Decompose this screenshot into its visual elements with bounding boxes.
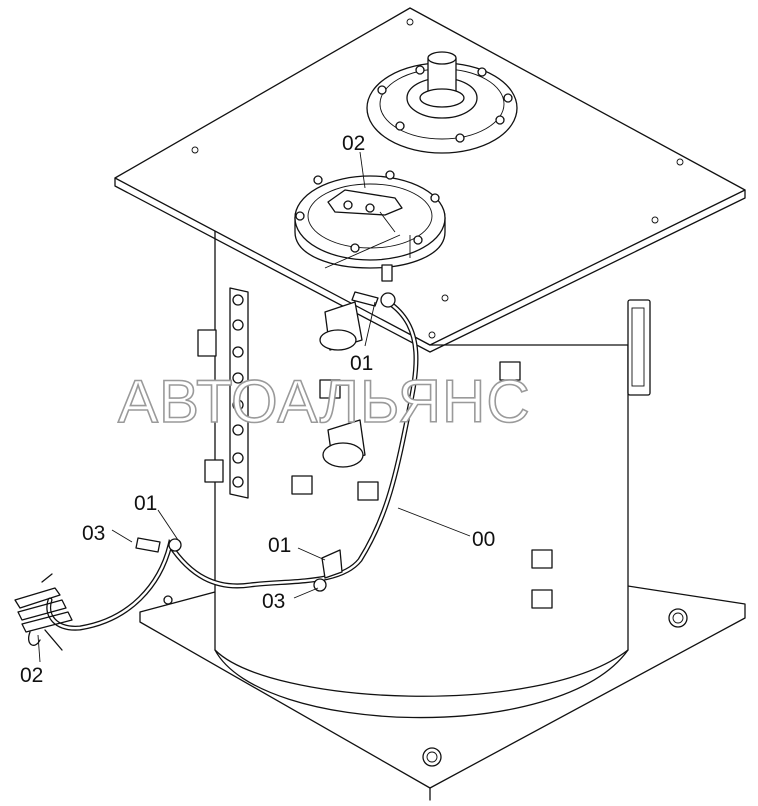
wiring-harness: [14, 291, 419, 651]
callout-02-bottom: 02: [20, 664, 43, 687]
terminal-strip: [197, 287, 249, 499]
callout-03-left: 03: [82, 522, 105, 545]
callout-02-top: 02: [342, 132, 365, 155]
mounting-clip: [291, 475, 313, 495]
callout-00: 00: [472, 528, 495, 551]
fittings: [291, 301, 553, 609]
filler-flange: [366, 51, 518, 154]
callout-01-top: 01: [350, 352, 373, 375]
watermark-text: АВТОАЛЬЯНС: [118, 368, 531, 435]
terminal-screw: [232, 399, 244, 411]
mounting-clip: [499, 361, 521, 381]
terminal-screw: [232, 319, 244, 331]
terminal-screw: [232, 452, 244, 464]
mounting-clip: [531, 549, 553, 569]
callout-01-left: 01: [134, 492, 157, 515]
terminal-screw: [232, 476, 244, 488]
mounting-clip: [531, 589, 553, 609]
leader-lines: [37, 151, 471, 663]
mounting-clip: [319, 379, 341, 399]
callout-03-mid: 03: [262, 590, 285, 613]
top-plate: [114, 7, 746, 353]
terminal-screw: [232, 294, 244, 306]
terminal-screw: [232, 424, 244, 436]
mounting-clip: [357, 481, 379, 501]
callout-01-mid: 01: [268, 534, 291, 557]
tank-body: [214, 227, 651, 719]
sender-flange: [294, 170, 446, 282]
terminal-screw: [232, 346, 244, 358]
terminal-screw: [232, 372, 244, 384]
callout-labels: 02 01 01 03 00 01 03 02: [20, 132, 495, 687]
